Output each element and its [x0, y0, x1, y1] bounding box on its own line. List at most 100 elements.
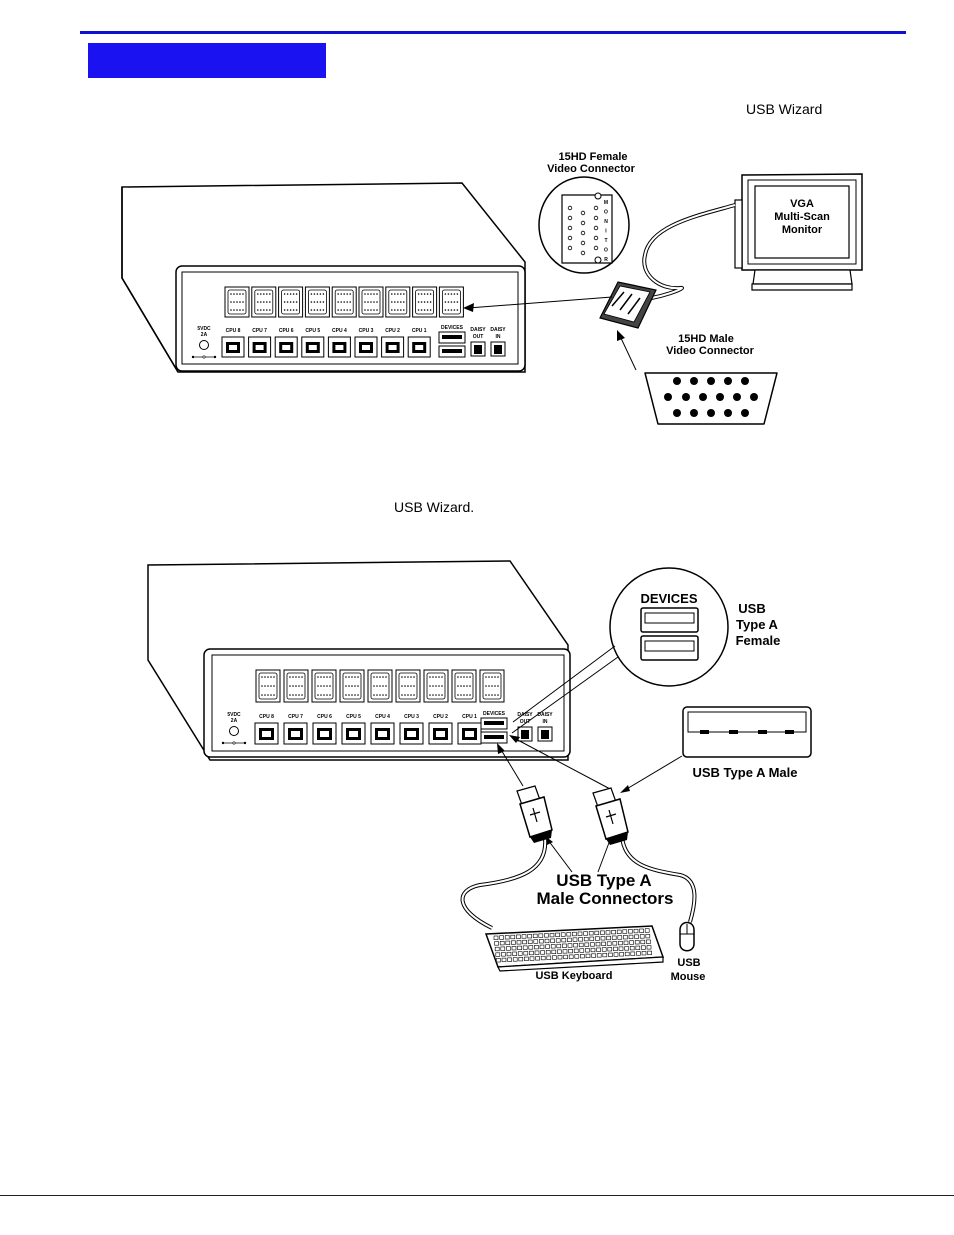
- video-port: [358, 286, 384, 318]
- power-jack: [191, 340, 217, 359]
- daisy-in-port: [490, 341, 506, 357]
- cpu-usb-port: [301, 336, 325, 358]
- cpu-label: CPU 1: [412, 328, 427, 334]
- footer-rule: [0, 1195, 954, 1196]
- video-port: [438, 286, 464, 318]
- video-port: [255, 669, 281, 703]
- female-label-1: 15HD Female: [558, 151, 627, 163]
- mid-note: USB Wizard.: [394, 499, 475, 515]
- usb-type-a-male-face: [682, 706, 812, 758]
- kvm-unit-top-ports: [191, 286, 506, 359]
- monitor-letter: N: [604, 219, 608, 225]
- cpu-usb-port: [248, 336, 272, 358]
- video-port: [367, 669, 393, 703]
- usb-mouse: [679, 921, 695, 952]
- video-port: [283, 669, 309, 703]
- devices-label: DEVICES: [441, 325, 464, 331]
- cpu-usb-port: [221, 336, 245, 358]
- cpu-label: CPU 2: [385, 328, 400, 334]
- daisy-out-port: [470, 341, 486, 357]
- cpu-usb-port: [341, 722, 366, 745]
- cpu-label: CPU 6: [279, 328, 294, 334]
- cpu-usb-port: [407, 336, 431, 358]
- daisy-in-port: [537, 726, 553, 742]
- cpu-usb-port: [274, 336, 298, 358]
- daisy-out-label: DAISY: [470, 327, 486, 333]
- cpu-label: CPU 6: [317, 714, 332, 720]
- cpu-label: CPU 4: [332, 328, 347, 334]
- cpu-label: CPU 5: [305, 328, 320, 334]
- monitor-letter: T: [604, 238, 607, 244]
- kvm-unit-top-labels: CPU 8 CPU 7 CPU 6 CPU 5 CPU 4 CPU 3 CPU 2 CPU 1…: [197, 325, 506, 340]
- female-label-1: USB: [738, 601, 765, 616]
- video-port: [331, 286, 357, 318]
- connectors-label-1: USB Type A: [556, 871, 651, 890]
- video-port: [423, 669, 449, 703]
- cpu-label: CPU 5: [346, 714, 361, 720]
- monitor-letter: M: [604, 200, 608, 206]
- daisy-out-label: OUT: [520, 719, 531, 725]
- devices-usb-ports: [480, 717, 508, 744]
- daisy-out-label: OUT: [473, 334, 484, 340]
- monitor-letter: O: [604, 248, 608, 254]
- hd15-female-connector: [538, 176, 630, 274]
- monitor-letter: R: [604, 257, 608, 263]
- cpu-label: CPU 3: [404, 714, 419, 720]
- female-label-2: Type A: [736, 617, 779, 632]
- cpu-usb-port: [254, 722, 279, 745]
- power-label: 2A: [231, 718, 238, 724]
- monitor-letter: I: [605, 229, 607, 235]
- daisy-in-label: DAISY: [490, 327, 506, 333]
- cpu-label: CPU 8: [226, 328, 241, 334]
- keyboard-label: USB Keyboard: [535, 970, 612, 982]
- video-port: [304, 286, 330, 318]
- daisy-in-label: DAISY: [537, 712, 553, 718]
- top-note: USB Wizard: [746, 101, 823, 117]
- video-port: [251, 286, 277, 318]
- video-port: [311, 669, 337, 703]
- devices-usb-ports: [438, 331, 466, 358]
- cpu-label: CPU 7: [252, 328, 267, 334]
- male-label-2: Video Connector: [666, 345, 755, 357]
- female-label-2: Video Connector: [547, 163, 636, 175]
- monitor-connection-diagram: CPU 8 CPU 7 CPU 6 CPU 5 CPU 4 CPU 3 CPU 2 CPU 1…: [121, 151, 863, 425]
- daisy-in-label: IN: [543, 719, 548, 725]
- vga-monitor: [734, 173, 863, 291]
- cpu-usb-port: [283, 722, 308, 745]
- cpu-label: CPU 2: [433, 714, 448, 720]
- header-rule: [80, 31, 906, 34]
- cpu-usb-port: [312, 722, 337, 745]
- cpu-usb-port: [381, 336, 405, 358]
- devices-label: DEVICES: [483, 711, 506, 717]
- video-port: [451, 669, 477, 703]
- mouse-label-1: USB: [677, 957, 700, 969]
- kvm-unit-bottom-ports: [221, 669, 553, 745]
- monitor-label-1: VGA: [790, 198, 814, 210]
- connection-arrow: [463, 296, 637, 371]
- male-label: USB Type A Male: [693, 765, 798, 780]
- video-port: [385, 286, 411, 318]
- cpu-label: CPU 1: [462, 714, 477, 720]
- connectors-label-2: Male Connectors: [537, 889, 674, 908]
- daisy-out-label: DAISY: [517, 712, 533, 718]
- db15-male-face: [644, 372, 778, 425]
- devices-callout: [511, 567, 729, 734]
- usb-arrows: [497, 735, 683, 873]
- female-label-3: Female: [736, 633, 781, 648]
- usb-mouse-plug: [592, 787, 697, 923]
- cpu-usb-port: [457, 722, 482, 745]
- usb-keyboard-plug: [460, 785, 553, 930]
- cpu-label: CPU 3: [359, 328, 374, 334]
- monitor-label-3: Monitor: [782, 224, 823, 236]
- video-port: [479, 669, 505, 703]
- hd15-male-plug: [599, 281, 657, 329]
- power-label: 5VDC: [227, 712, 241, 718]
- cpu-label: CPU 7: [288, 714, 303, 720]
- cpu-label: CPU 8: [259, 714, 274, 720]
- cpu-usb-port: [428, 722, 453, 745]
- power-jack: [221, 726, 247, 745]
- cpu-usb-port: [399, 722, 424, 745]
